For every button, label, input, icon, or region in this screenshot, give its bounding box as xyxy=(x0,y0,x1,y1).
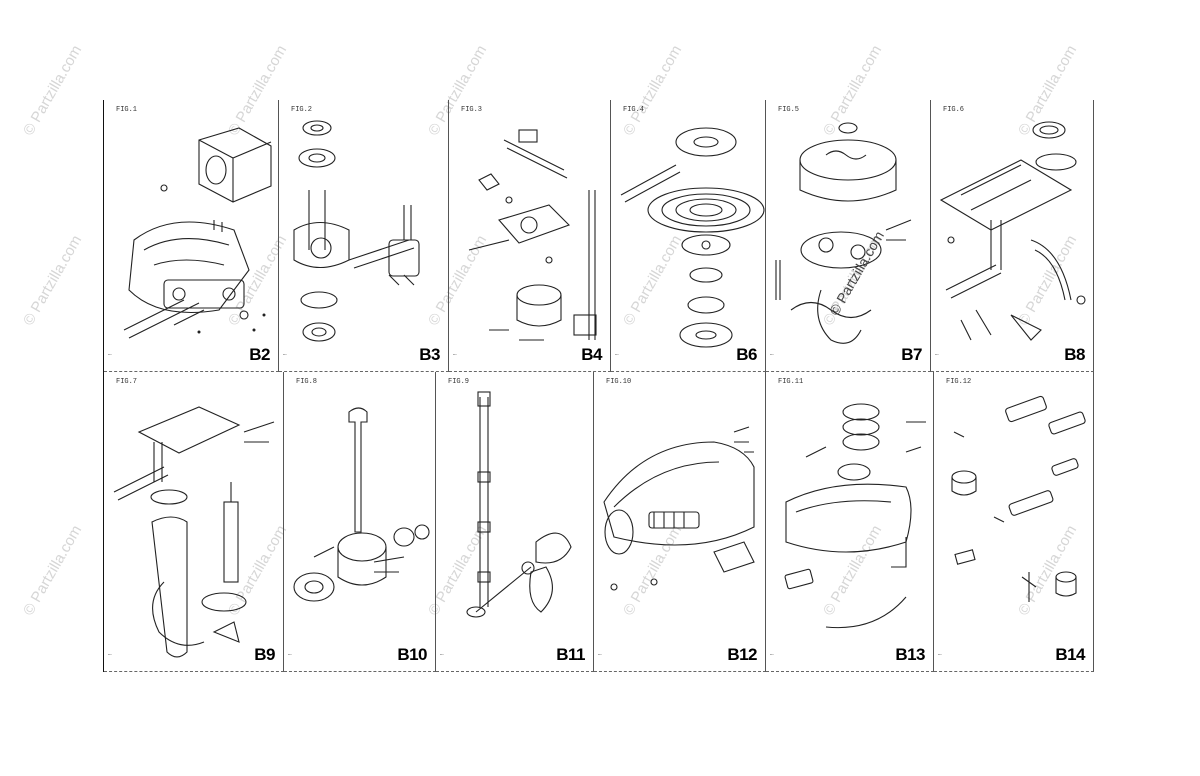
b9-exploded-diagram xyxy=(113,406,275,658)
panel-b7[interactable]: © Partzilla.com FIG.5 … B7 xyxy=(766,100,931,372)
figure-number: FIG.9 xyxy=(448,378,470,386)
figure-code: … xyxy=(770,650,774,657)
panel-b3[interactable]: FIG.2 … B3 xyxy=(279,100,449,372)
panel-b8[interactable]: FIG.6 … B8 xyxy=(931,100,1094,372)
section-label: B10 xyxy=(397,645,427,664)
section-label: B13 xyxy=(895,645,925,664)
figure-number: FIG.10 xyxy=(606,378,632,386)
b4-exploded-diagram xyxy=(468,129,597,341)
watermark: © Partzilla.com xyxy=(20,42,86,139)
b3-exploded-diagram xyxy=(293,120,420,342)
b10-exploded-diagram xyxy=(293,407,430,602)
parts-index-sheet: FIG.1 … B2 FIG.2 … B3 xyxy=(103,100,1094,672)
section-label: B12 xyxy=(727,645,757,664)
figure-code: … xyxy=(938,650,942,657)
figure-code: … xyxy=(108,650,112,657)
panel-b9[interactable]: FIG.7 … B9 xyxy=(104,372,284,672)
b11-exploded-diagram xyxy=(466,391,572,618)
panel-b10[interactable]: FIG.8 … B10 xyxy=(284,372,436,672)
b2-exploded-diagram xyxy=(123,127,272,339)
b8-exploded-diagram xyxy=(939,121,1086,341)
figure-number: FIG.3 xyxy=(461,106,483,114)
panel-b11[interactable]: FIG.9 … B11 xyxy=(436,372,594,672)
figure-number: FIG.2 xyxy=(291,106,313,114)
figure-number: FIG.1 xyxy=(116,106,138,114)
section-label: B9 xyxy=(254,645,275,664)
panel-b12[interactable]: FIG.10 … B12 xyxy=(594,372,766,672)
section-label: B14 xyxy=(1055,645,1085,664)
section-label: B11 xyxy=(556,645,585,664)
figure-number: FIG.6 xyxy=(943,106,965,114)
figure-code: … xyxy=(615,350,619,357)
section-label: B2 xyxy=(249,345,270,364)
section-label: B8 xyxy=(1064,345,1085,364)
figure-code: … xyxy=(770,350,774,357)
figure-number: FIG.8 xyxy=(296,378,318,386)
section-label: B7 xyxy=(901,345,922,364)
b7-exploded-diagram xyxy=(775,122,912,344)
figure-number: FIG.11 xyxy=(778,378,804,386)
section-label: B6 xyxy=(736,345,757,364)
section-label: B4 xyxy=(581,345,602,364)
b6-exploded-diagram xyxy=(620,127,765,348)
panel-b13[interactable]: FIG.11 … B13 xyxy=(766,372,934,672)
figure-number: FIG.7 xyxy=(116,378,138,386)
panel-b14[interactable]: FIG.12 … B14 xyxy=(934,372,1094,672)
panel-b6[interactable]: FIG.4 … B6 xyxy=(611,100,766,372)
watermark: © Partzilla.com xyxy=(20,522,86,619)
figure-number: FIG.4 xyxy=(623,106,645,114)
figure-number: FIG.12 xyxy=(946,378,972,386)
b12-exploded-diagram xyxy=(603,426,755,591)
panel-b2[interactable]: FIG.1 … B2 xyxy=(104,100,279,372)
b14-exploded-diagram xyxy=(951,395,1086,602)
figure-number: FIG.5 xyxy=(778,106,800,114)
watermark: © Partzilla.com xyxy=(20,232,86,329)
panel-b4[interactable]: FIG.3 … B4 xyxy=(449,100,611,372)
figure-code: … xyxy=(440,650,444,657)
figure-code: … xyxy=(453,350,457,357)
figure-code: … xyxy=(935,350,939,357)
figure-code: … xyxy=(598,650,602,657)
figure-code: … xyxy=(288,650,292,657)
section-label: B3 xyxy=(419,345,440,364)
b13-exploded-diagram xyxy=(784,403,926,629)
figure-code: … xyxy=(283,350,287,357)
figure-code: … xyxy=(108,350,112,357)
